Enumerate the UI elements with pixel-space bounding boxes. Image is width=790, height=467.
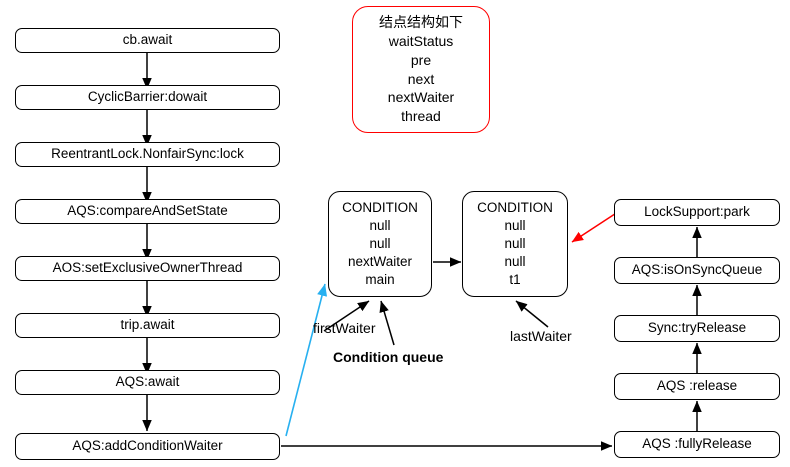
condition-node-field: null xyxy=(369,236,391,252)
flow-node-label: AQS:await xyxy=(115,374,180,390)
flow-node-aqs-await[interactable]: AQS:await xyxy=(15,370,280,395)
condition-node-field: CONDITION xyxy=(477,200,553,216)
condition-node-field: CONDITION xyxy=(342,200,418,216)
flow-node-label: AQS :fullyRelease xyxy=(642,436,752,452)
flow-node-aqs-fullyrelease[interactable]: AQS :fullyRelease xyxy=(614,431,780,458)
flow-node-label: cb.await xyxy=(122,32,173,48)
flow-node-sync-tryrelease[interactable]: Sync:tryRelease xyxy=(614,315,780,342)
flow-node-aqs-isonsyncqueue[interactable]: AQS:isOnSyncQueue xyxy=(614,257,780,284)
last-waiter-label: lastWaiter xyxy=(510,328,572,344)
note-line: nextWaiter xyxy=(387,89,455,106)
note-line: waitStatus xyxy=(388,33,454,49)
flow-node-label: Sync:tryRelease xyxy=(647,320,747,336)
flow-node-label: AQS:isOnSyncQueue xyxy=(631,262,763,278)
note-line: thread xyxy=(401,108,441,124)
condition-node-field: nextWaiter xyxy=(347,253,413,269)
flow-node-reentrantlock-nonfairsync-lock[interactable]: ReentrantLock.NonfairSync:lock xyxy=(15,142,280,167)
first-waiter-label: firstWaiter xyxy=(313,320,376,336)
flow-node-label: AQS:compareAndSetState xyxy=(67,203,228,219)
flow-node-aqs-addconditionwaiter[interactable]: AQS:addConditionWaiter xyxy=(15,433,280,460)
flow-node-aqs-compareandsetstate[interactable]: AQS:compareAndSetState xyxy=(15,199,280,224)
flow-node-aos-setexclusiveownerthread[interactable]: AOS:setExclusiveOwnerThread xyxy=(15,256,280,281)
condition-node-field: null xyxy=(504,236,526,252)
flow-node-label: trip.await xyxy=(120,317,175,333)
flow-node-label: AOS:setExclusiveOwnerThread xyxy=(52,260,243,276)
condition-node-t1[interactable]: CONDITION null null null t1 xyxy=(462,191,568,297)
flow-node-cyclicbarrier-dowait[interactable]: CyclicBarrier:dowait xyxy=(15,85,280,110)
condition-node-field: null xyxy=(504,218,526,234)
flow-node-label: AQS :release xyxy=(656,378,738,394)
node-structure-note: 结点结构如下 waitStatus pre next nextWaiter th… xyxy=(352,6,490,133)
condition-node-field: null xyxy=(369,218,391,234)
flow-node-cb-await[interactable]: cb.await xyxy=(15,28,280,53)
arrow-firstwaiter-pointer xyxy=(323,300,370,332)
arrow-addconditionwaiter-to-condition-main xyxy=(285,283,328,437)
arrow-condition-queue-caption-pointer xyxy=(379,300,395,346)
condition-node-main[interactable]: CONDITION null null nextWaiter main xyxy=(328,191,432,297)
note-line: pre xyxy=(410,51,432,68)
arrow-lastwaiter-pointer xyxy=(515,300,549,328)
flow-node-trip-await[interactable]: trip.await xyxy=(15,313,280,338)
flow-node-aqs-release[interactable]: AQS :release xyxy=(614,373,780,400)
flow-node-locksupport-park[interactable]: LockSupport:park xyxy=(614,199,780,226)
flow-node-label: ReentrantLock.NonfairSync:lock xyxy=(51,146,244,162)
flow-node-label: LockSupport:park xyxy=(644,204,750,220)
condition-node-field: null xyxy=(504,253,526,269)
condition-queue-caption: Condition queue xyxy=(333,349,444,365)
note-line: 结点结构如下 xyxy=(379,14,463,31)
condition-node-field: main xyxy=(365,271,395,287)
flow-node-label: CyclicBarrier:dowait xyxy=(87,89,208,105)
condition-node-field: t1 xyxy=(509,271,521,287)
note-line: next xyxy=(407,70,435,87)
flow-node-label: AQS:addConditionWaiter xyxy=(72,438,223,454)
